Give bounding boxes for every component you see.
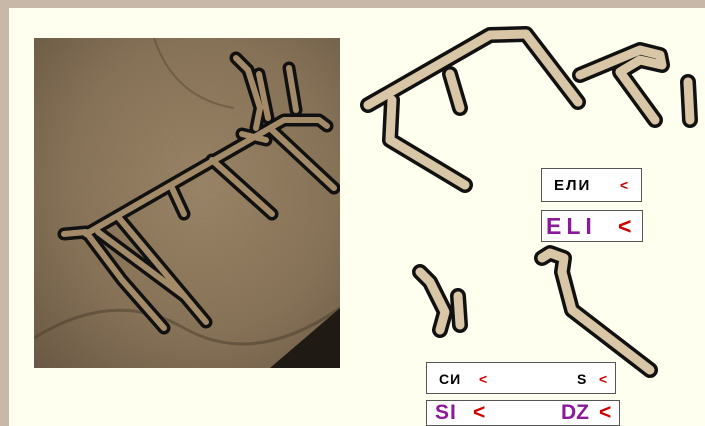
- label-eli-cyrillic-text: ЕЛИ: [554, 177, 591, 194]
- petroglyph-photo: [34, 38, 340, 368]
- label-si-cyrillic: СИ < S <: [426, 362, 616, 394]
- label-dz-latin-mark: <: [599, 401, 611, 425]
- label-si-cyrillic-text: СИ: [439, 371, 461, 387]
- label-s-mark: <: [599, 371, 607, 387]
- label-eli-cyrillic: ЕЛИ <: [541, 168, 642, 202]
- label-eli-latin-text: ELI: [546, 213, 597, 240]
- label-eli-cyrillic-mark: <: [620, 177, 630, 193]
- glyph-drawings: [350, 20, 700, 400]
- label-si-cyrillic-mark: <: [479, 371, 487, 387]
- label-dz-latin-text: DZ: [561, 401, 589, 425]
- label-si-latin-mark: <: [473, 401, 485, 425]
- label-si-dz-latin: SI < DZ <: [426, 400, 620, 426]
- label-si-latin-text: SI: [435, 401, 457, 425]
- label-eli-latin-mark: <: [618, 213, 636, 240]
- label-eli-latin: ELI <: [541, 210, 643, 242]
- label-s-text: S: [577, 371, 586, 387]
